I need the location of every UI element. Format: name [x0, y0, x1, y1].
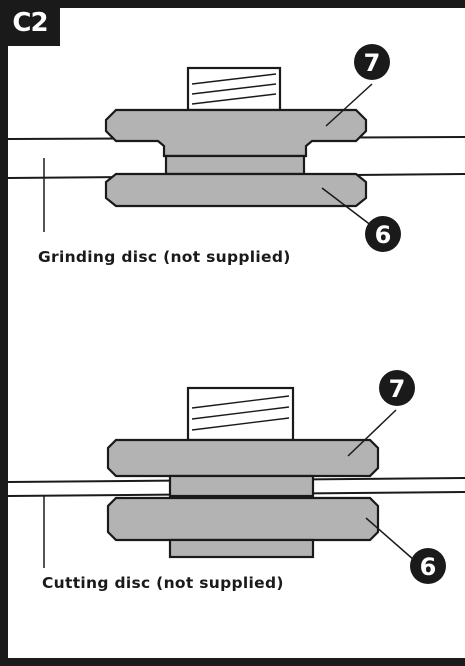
- bottom-leader-6: [365, 517, 415, 561]
- top-assembly: 7 6: [7, 44, 465, 252]
- bottom-leader-7: [347, 409, 397, 457]
- top-outer-flange: [104, 108, 368, 158]
- bottom-inner-flange: [106, 496, 380, 542]
- top-callout-6: 6: [365, 216, 401, 252]
- top-leader-7: [325, 83, 373, 127]
- bottom-callout-7: 7: [379, 370, 415, 406]
- bottom-callout-6: 6: [410, 548, 446, 584]
- grinding-disc-caption: Grinding disc (not supplied): [38, 248, 291, 266]
- top-hub: [164, 154, 306, 176]
- cutting-disc-caption: Cutting disc (not supplied): [42, 574, 284, 592]
- bottom-outer-flange: [106, 438, 380, 478]
- svg-text:7: 7: [364, 49, 381, 77]
- bottom-hub: [168, 474, 315, 498]
- bottom-assembly: 7 6: [7, 370, 465, 584]
- top-leader-6: [321, 187, 373, 227]
- top-spindle: [186, 66, 282, 112]
- top-callout-7: 7: [354, 44, 390, 80]
- bottom-flange-boss: [168, 538, 315, 559]
- svg-text:7: 7: [389, 375, 406, 403]
- bottom-spindle: [186, 386, 295, 442]
- svg-text:6: 6: [420, 553, 437, 581]
- step-badge: C2: [0, 0, 60, 46]
- top-inner-flange: [104, 172, 368, 208]
- svg-text:6: 6: [375, 221, 392, 249]
